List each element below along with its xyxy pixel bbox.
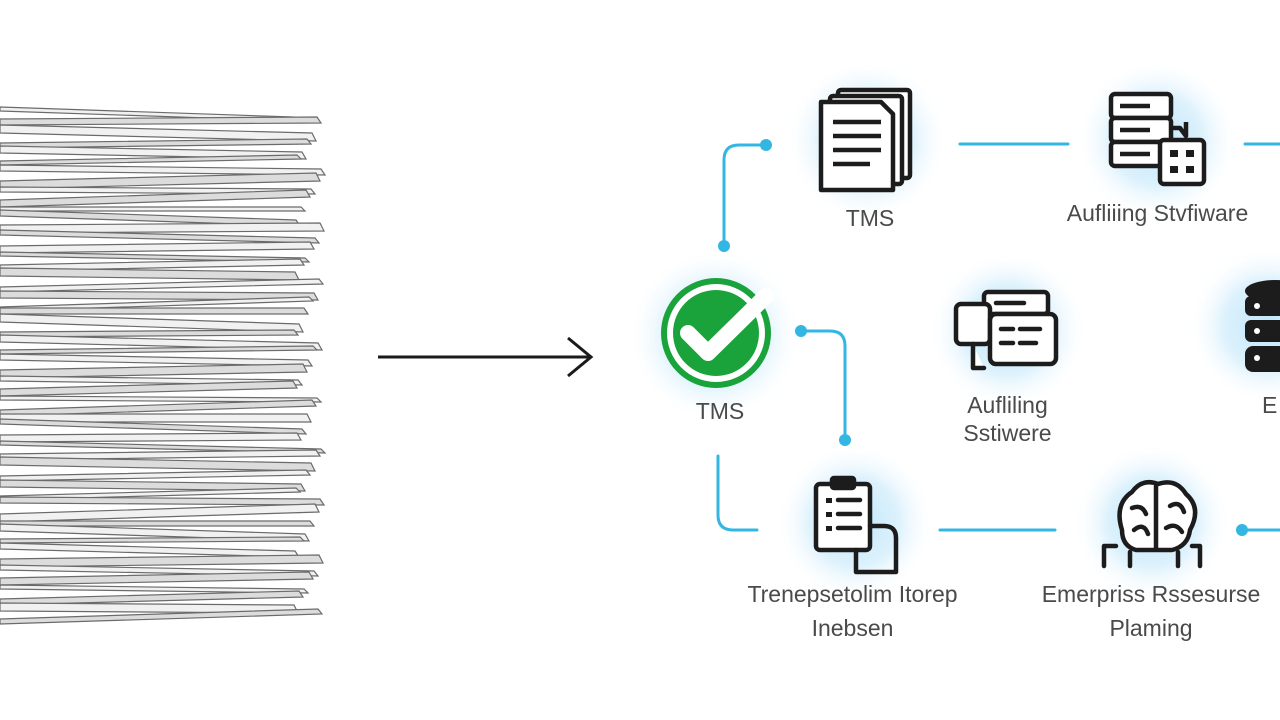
- paper-stack-icon: [0, 106, 327, 625]
- paper-sheet: [0, 520, 316, 527]
- connector-left-bottom: [716, 454, 759, 532]
- fax-machine-icon: [953, 289, 1059, 371]
- paper-sheet: [0, 145, 308, 160]
- paper-sheet: [0, 345, 319, 355]
- node-label-erp-line2: Plaming: [1109, 615, 1193, 641]
- paper-sheet: [0, 479, 307, 492]
- paper-sheet: [0, 503, 320, 523]
- paper-sheet: [0, 523, 311, 542]
- paper-sheet: [0, 418, 308, 435]
- clipboard-icon: [813, 475, 899, 575]
- server-calculator-icon: [1108, 91, 1207, 187]
- connector-lines: [716, 142, 1280, 532]
- paper-sheet: [0, 307, 310, 315]
- check-circle-icon: [661, 278, 774, 388]
- node-label-transport-line2: Inebsen: [811, 615, 894, 641]
- paper-sheet: [0, 542, 301, 558]
- paper-sheet: [0, 536, 306, 544]
- arrow-right-icon: [378, 336, 594, 378]
- paper-sheet: [0, 189, 312, 208]
- paper-sheet: [0, 496, 326, 506]
- paper-sheet: [0, 571, 315, 586]
- paper-sheet: [0, 440, 327, 454]
- paper-sheet: [0, 229, 321, 244]
- paper-sheet: [0, 206, 307, 212]
- paper-sheet: [0, 380, 299, 397]
- connector-dots: [718, 139, 1248, 536]
- paper-sheet: [0, 449, 322, 461]
- paper-sheet: [0, 363, 308, 379]
- paper-sheet: [0, 469, 312, 482]
- paper-sheet: [0, 584, 310, 594]
- paper-sheet: [0, 313, 304, 333]
- paper-sheet: [0, 258, 306, 272]
- node-label-erp-line1: Emerpriss Rssesurse: [1041, 581, 1261, 607]
- paper-sheet: [0, 432, 303, 443]
- paper-sheet: [0, 267, 300, 281]
- paper-sheet: [0, 456, 316, 472]
- paper-sheet: [0, 222, 325, 234]
- paper-sheet: [0, 395, 323, 403]
- paper-sheet: [0, 172, 321, 190]
- node-label-tms-check: TMS: [695, 398, 745, 424]
- paper-sheet: [0, 399, 318, 417]
- paper-sheet: [0, 154, 303, 166]
- paper-sheet: [0, 138, 313, 149]
- paper-sheet: [0, 554, 324, 568]
- node-label-auditing-mid-line2: Sstiwere: [963, 420, 1052, 446]
- paper-sheet: [0, 353, 314, 367]
- connector-check-to-transport: [799, 329, 847, 442]
- paper-sheet: [0, 413, 312, 423]
- node-label-auditing-mid-line1: Aufliling: [967, 392, 1048, 418]
- connector-check-to-tms: [722, 143, 768, 248]
- paper-sheet: [0, 334, 324, 351]
- paper-sheet: [0, 590, 305, 606]
- database-icon: [1245, 280, 1280, 372]
- paper-sheet: [0, 116, 323, 126]
- node-label-database-right: E: [1262, 392, 1278, 418]
- brain-icon: [1101, 480, 1203, 569]
- paper-sheet: [0, 164, 327, 176]
- paper-sheet: [0, 251, 311, 263]
- node-label-tms-top: TMS: [845, 205, 895, 231]
- node-label-transport-line1: Trenepsetolim Itorep: [747, 581, 958, 607]
- document-stack-icon: [818, 87, 913, 193]
- paper-sheet: [0, 124, 317, 142]
- node-label-auditing-top: Aufliiing Stvfiware: [1066, 200, 1249, 226]
- paper-sheet: [0, 241, 316, 254]
- paper-sheet: [0, 278, 325, 293]
- paper-sheet: [0, 608, 324, 625]
- paper-sheet: [0, 329, 300, 338]
- paper-sheet: [0, 290, 320, 301]
